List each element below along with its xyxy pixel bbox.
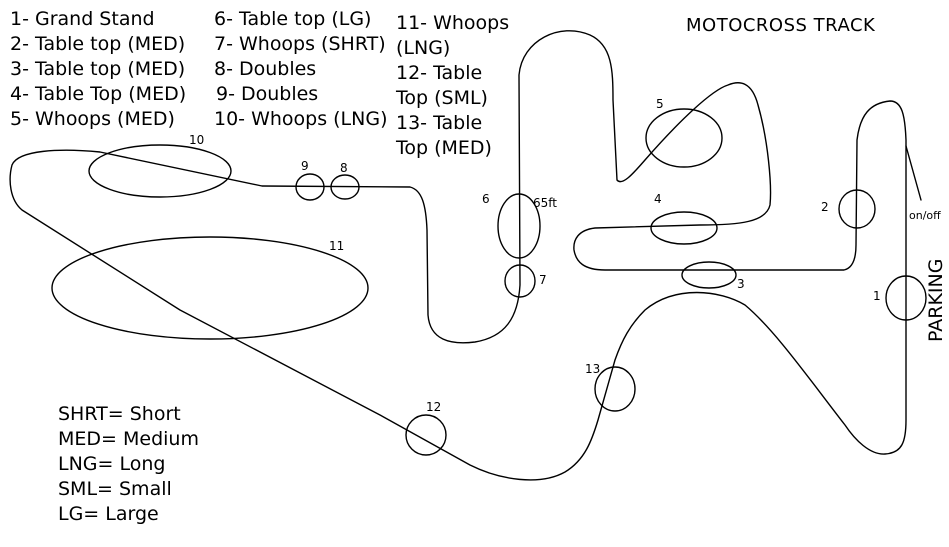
obstacle-4-marker <box>650 211 718 245</box>
obstacle-1-label: 1 <box>873 289 881 303</box>
obstacle-13-label: 13 <box>585 362 600 376</box>
legend-item: 3- Table top (MED) <box>10 58 185 80</box>
legend-item: 10- Whoops (LNG) <box>214 108 388 130</box>
obstacle-11-marker <box>51 236 369 340</box>
legend-item: 6- Table top (LG) <box>214 8 371 30</box>
obstacle-10-marker <box>88 144 232 198</box>
legend-item: 1- Grand Stand <box>10 8 155 30</box>
obstacle-12-marker <box>405 414 447 456</box>
obstacle-11-label: 11 <box>329 239 344 253</box>
obstacle-7-marker <box>504 264 536 298</box>
legend-column-3: 11- Whoops (LNG) 12- Table Top (SML) 13-… <box>395 12 509 159</box>
legend-column-1: 1- Grand Stand 2- Table top (MED) 3- Tab… <box>10 8 186 130</box>
obstacle-6-marker <box>497 193 541 259</box>
distance-label: 65ft <box>533 196 557 210</box>
legend-item: Top (MED) <box>395 137 492 159</box>
legend-item: 8- Doubles <box>214 58 316 80</box>
legend-item: 9- Doubles <box>216 83 318 105</box>
legend-column-2: 6- Table top (LG) 7- Whoops (SHRT) 8- Do… <box>214 8 388 130</box>
obstacle-8-marker <box>330 174 360 200</box>
obstacle-4-label: 4 <box>654 192 662 206</box>
abbreviation-key: SHRT= Short MED= Medium LNG= Long SML= S… <box>58 403 199 525</box>
gate-label: on/off <box>909 209 941 222</box>
legend-item: (LNG) <box>396 37 450 59</box>
diagram-title: MOTOCROSS TRACK <box>686 15 876 36</box>
obstacle-13-marker <box>594 366 636 412</box>
parking-label: PARKING <box>925 259 947 342</box>
obstacle-3-label: 3 <box>737 277 745 291</box>
obstacle-2-marker <box>838 189 876 229</box>
obstacle-5-label: 5 <box>656 97 664 111</box>
obstacle-3-marker <box>681 261 737 289</box>
legend-item: 12- Table <box>396 62 482 84</box>
obstacle-7-label: 7 <box>539 273 547 287</box>
abbreviation-item: SML= Small <box>58 478 172 500</box>
obstacle-2-label: 2 <box>821 200 829 214</box>
legend-item: 11- Whoops <box>396 12 509 34</box>
legend-item: 13- Table <box>396 112 482 134</box>
obstacle-9-label: 9 <box>301 159 309 173</box>
legend-item: 4- Table Top (MED) <box>10 83 186 105</box>
obstacle-10-label: 10 <box>189 133 204 147</box>
legend-item: 5- Whoops (MED) <box>10 108 175 130</box>
abbreviation-item: LG= Large <box>58 503 159 525</box>
legend-item: 2- Table top (MED) <box>10 33 185 55</box>
abbreviation-item: SHRT= Short <box>58 403 181 425</box>
obstacle-6-label: 6 <box>482 192 490 206</box>
obstacle-9-marker <box>295 173 325 201</box>
obstacle-1-marker <box>885 275 927 321</box>
track-path <box>9 30 907 481</box>
obstacle-12-label: 12 <box>426 400 441 414</box>
obstacle-8-label: 8 <box>340 161 348 175</box>
gate-line <box>905 145 922 201</box>
legend-item: Top (SML) <box>395 87 488 109</box>
obstacle-5-marker <box>645 108 723 168</box>
legend-item: 7- Whoops (SHRT) <box>214 33 386 55</box>
abbreviation-item: LNG= Long <box>58 453 165 475</box>
abbreviation-item: MED= Medium <box>58 428 199 450</box>
